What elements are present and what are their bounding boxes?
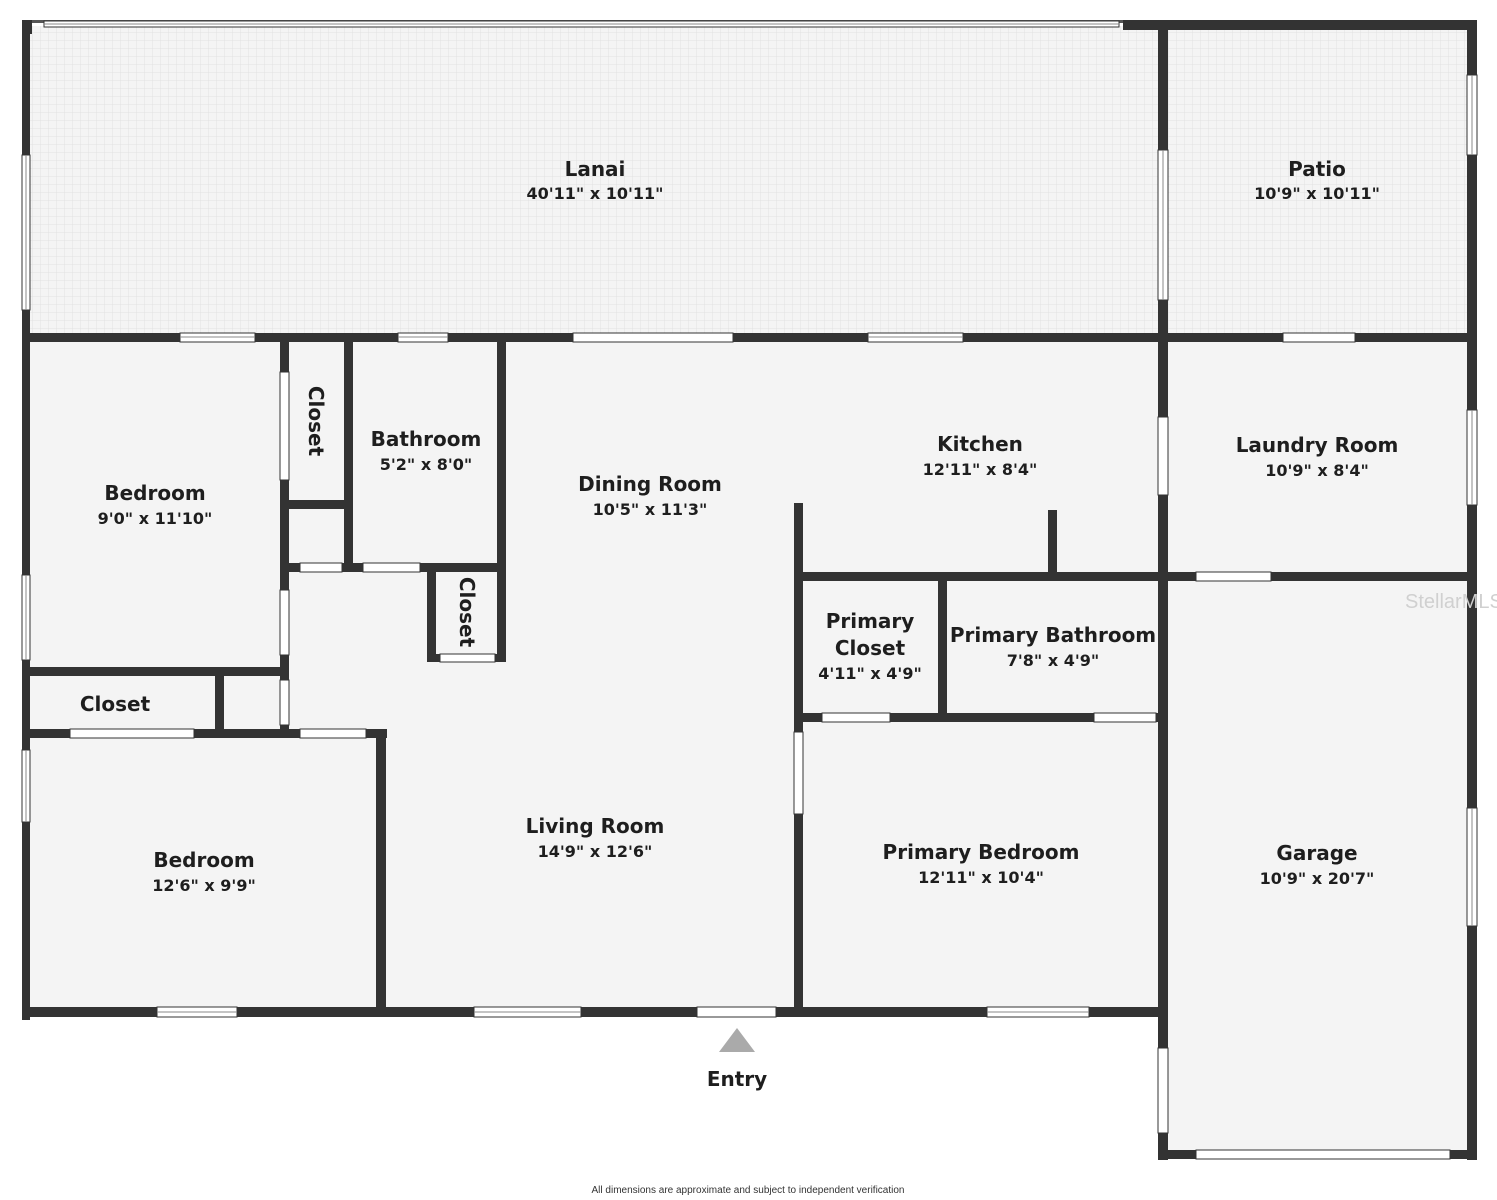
door-hall-closet	[299, 562, 343, 573]
living-room-label: Living Room	[526, 814, 665, 838]
garage-floor	[1163, 577, 1473, 1155]
room-labels: Lanai 40'11" x 10'11" Patio 10'9" x 10'1…	[80, 157, 1398, 1196]
floor-areas	[26, 26, 1473, 1155]
primary-bedroom-label: Primary Bedroom	[883, 840, 1080, 864]
patio-label: Patio	[1288, 157, 1346, 181]
laundry-room-dims: 10'9" x 8'4"	[1265, 461, 1369, 480]
door-laundry-garage	[1195, 571, 1272, 582]
primary-closet-label-line2: Closet	[835, 636, 906, 660]
primary-bathroom-dims: 7'8" x 4'9"	[1007, 651, 1099, 670]
kitchen-dims: 12'11" x 8'4"	[923, 460, 1038, 479]
watermark: StellarMLS	[1405, 591, 1497, 613]
door-closet-horizontal	[69, 728, 195, 739]
laundry-floor	[1163, 337, 1473, 577]
closet-vertical-a-label: Closet	[304, 386, 328, 457]
patio-dims: 10'9" x 10'11"	[1254, 184, 1380, 203]
garage-label: Garage	[1276, 841, 1357, 865]
door-primary-bedroom	[793, 731, 804, 815]
door-primary-closet	[821, 712, 891, 723]
laundry-room-label: Laundry Room	[1236, 433, 1399, 457]
primary-bedroom-dims: 12'11" x 10'4"	[918, 868, 1044, 887]
door-entry	[696, 1006, 777, 1018]
primary-bathroom-label: Primary Bathroom	[950, 623, 1156, 647]
primary-closet-label-line1: Primary	[826, 609, 915, 633]
opening-dining-top	[572, 332, 734, 343]
bathroom-dims: 5'2" x 8'0"	[380, 455, 472, 474]
bedroom-lower-label: Bedroom	[153, 848, 254, 872]
living-room-dims: 14'9" x 12'6"	[538, 842, 653, 861]
lanai-floor	[26, 26, 1163, 337]
bathroom-label: Bathroom	[371, 427, 482, 451]
window-garage-left	[1157, 1047, 1169, 1134]
primary-closet-dims: 4'11" x 4'9"	[818, 664, 922, 683]
dining-room-dims: 10'5" x 11'3"	[593, 500, 708, 519]
door-closet-b	[439, 653, 496, 663]
entry-label: Entry	[707, 1067, 767, 1091]
kitchen-label: Kitchen	[937, 432, 1023, 456]
lanai-label: Lanai	[565, 157, 626, 181]
bedroom-upper-label: Bedroom	[104, 481, 205, 505]
door-bedroom-upper	[279, 589, 290, 656]
bedroom-upper-dims: 9'0" x 11'10"	[98, 509, 213, 528]
dining-room-label: Dining Room	[578, 472, 722, 496]
closet-horizontal-label: Closet	[80, 692, 151, 716]
window-panes	[25, 23, 1473, 1013]
door-primary-bath	[1093, 712, 1157, 723]
garage-dims: 10'9" x 20'7"	[1260, 869, 1375, 888]
door-closet-a	[279, 371, 290, 481]
lanai-dims: 40'11" x 10'11"	[527, 184, 664, 203]
door-bedroom-lower	[299, 728, 367, 739]
door-garage	[1195, 1149, 1451, 1160]
opening-patio-laundry	[1282, 332, 1356, 343]
door-closet-c	[279, 679, 290, 726]
bedroom-lower-dims: 12'6" x 9'9"	[152, 876, 256, 895]
footer-note: All dimensions are approximate and subje…	[592, 1185, 905, 1196]
closet-vertical-b-label: Closet	[455, 577, 479, 648]
patio-floor	[1163, 26, 1473, 337]
opening-kitchen-laundry	[1157, 416, 1169, 496]
door-bath	[362, 562, 421, 573]
entry-arrow-icon	[719, 1028, 755, 1052]
